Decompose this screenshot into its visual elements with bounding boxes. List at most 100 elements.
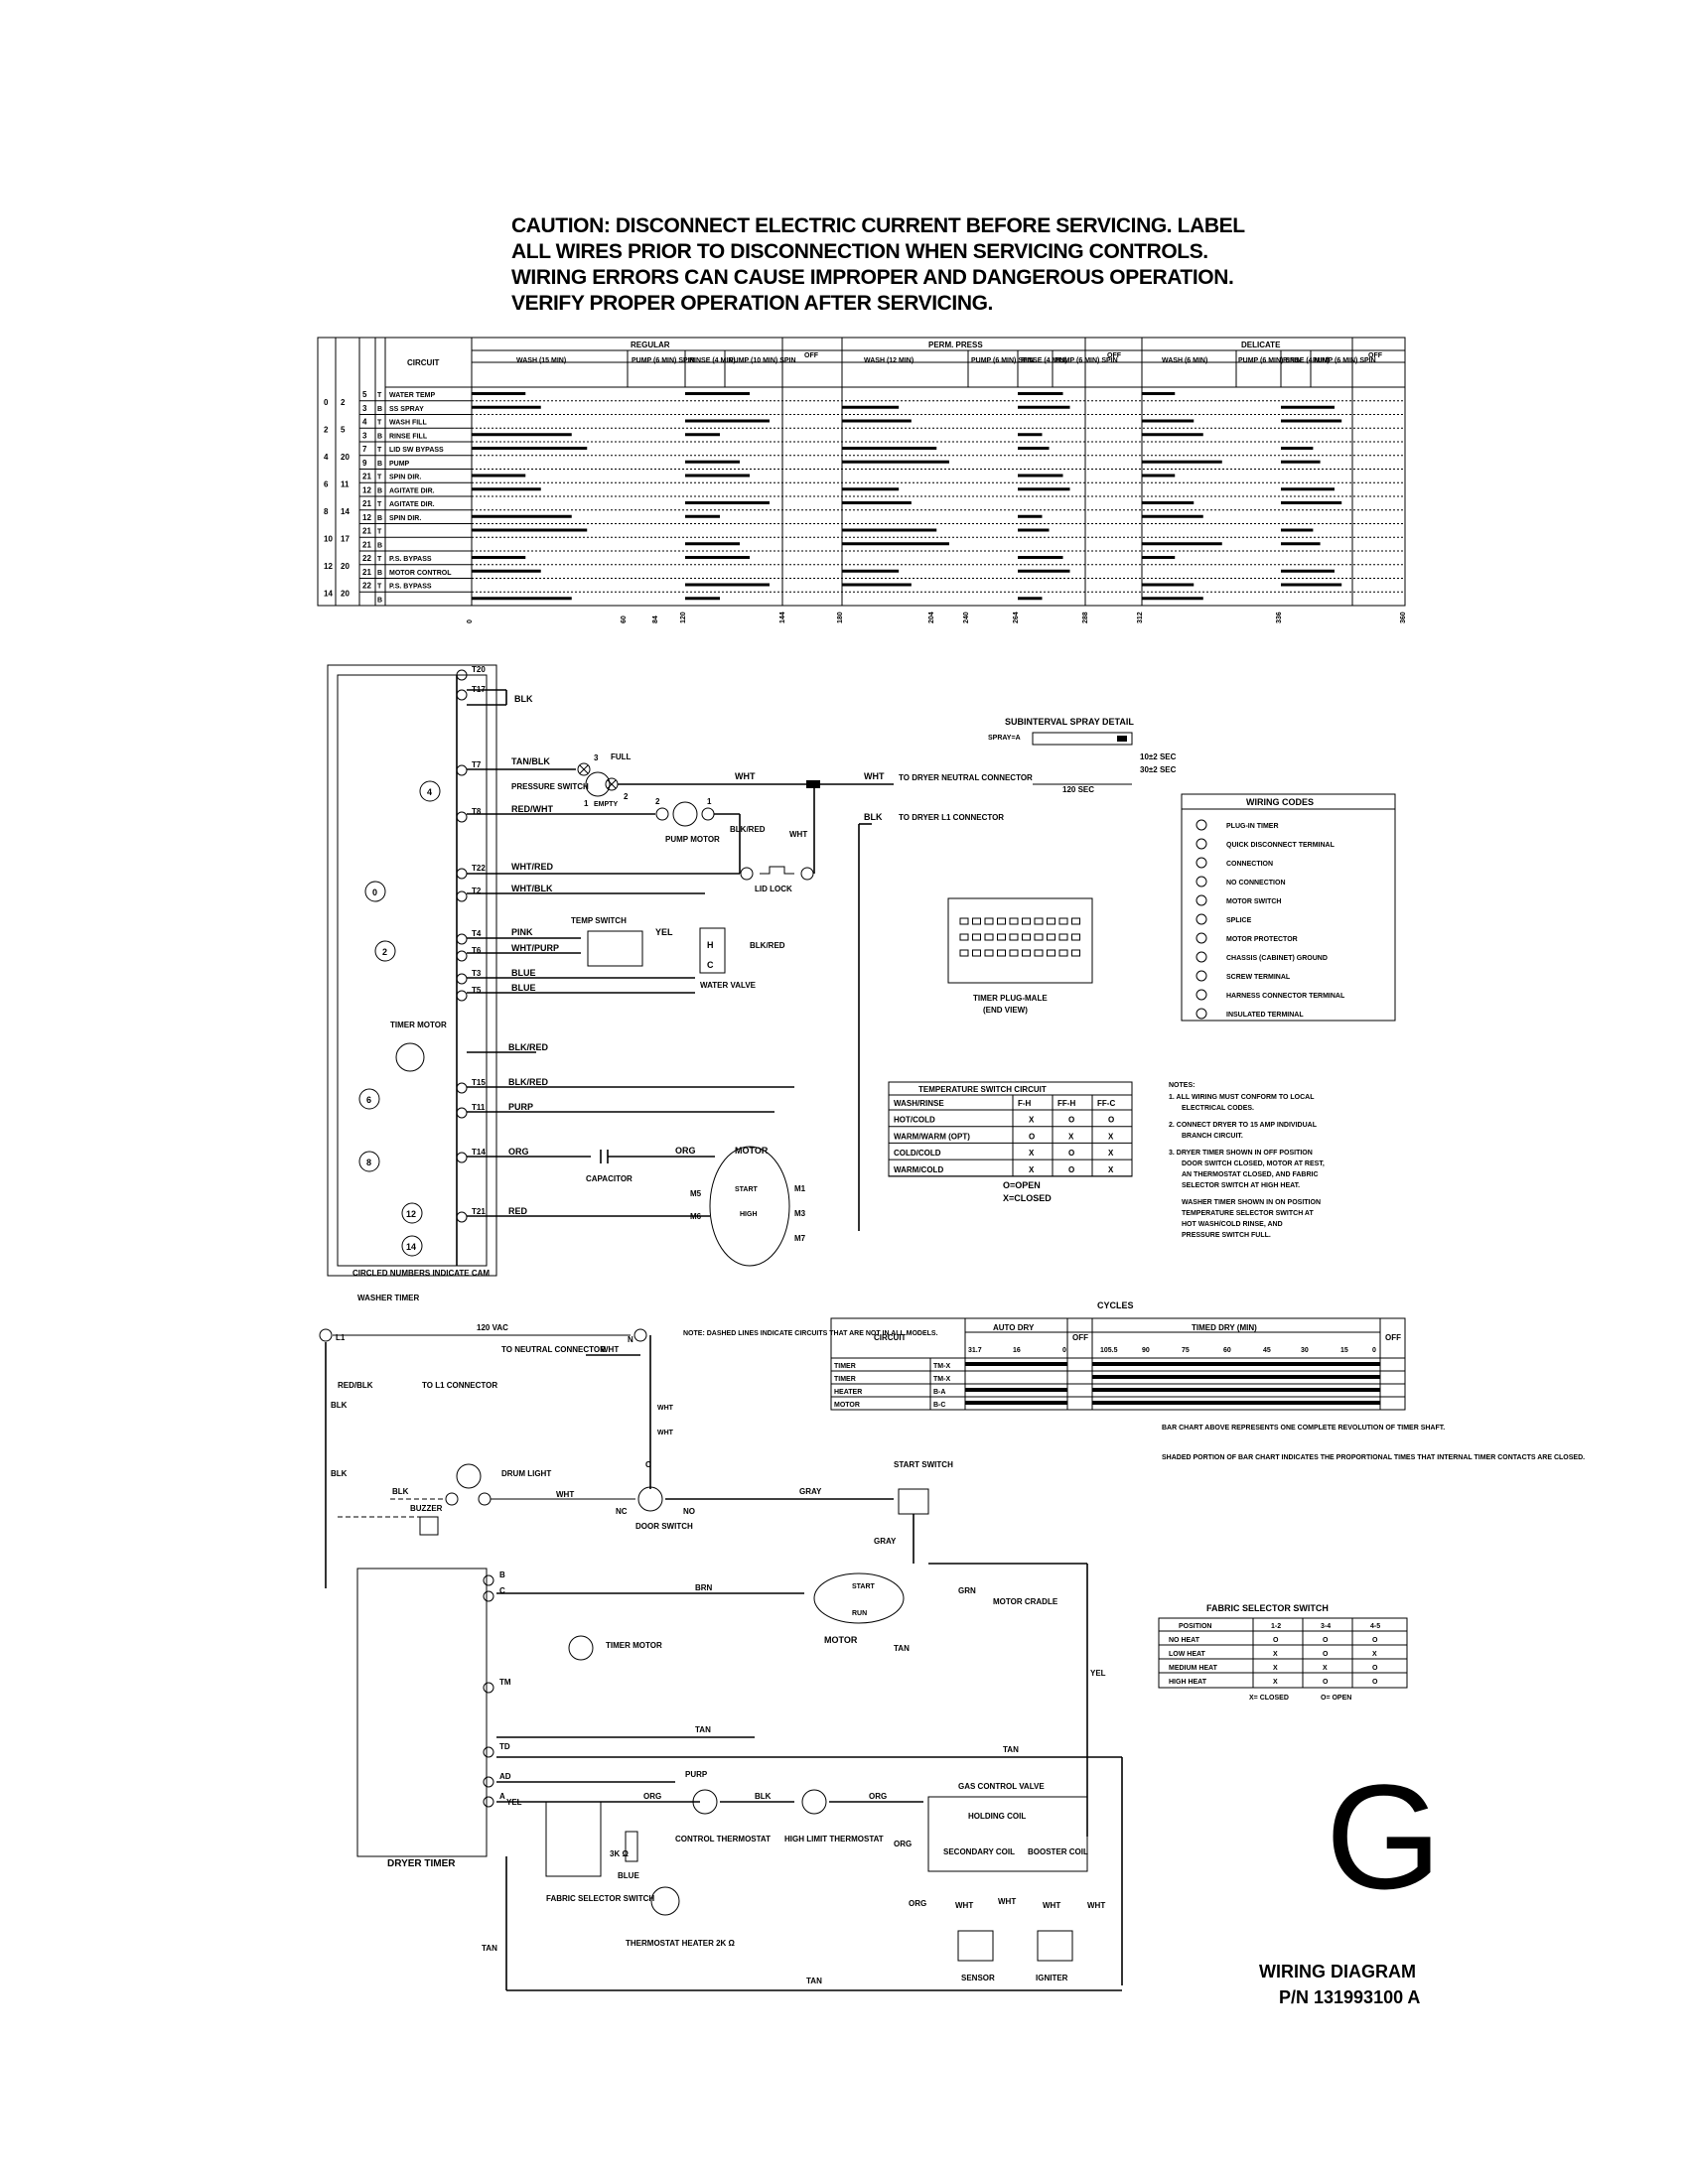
dryer-terminal [483, 1590, 494, 1602]
l1-label: L1 [336, 1333, 346, 1342]
note-line: DOOR SWITCH CLOSED, MOTOR AT REST, [1182, 1160, 1325, 1167]
timing-bar [472, 392, 526, 395]
timing-bar [1018, 597, 1043, 601]
row-term: 12 [362, 513, 371, 522]
code-label: NO CONNECTION [1226, 880, 1286, 887]
washer-timer-label: WASHER TIMER [357, 1294, 419, 1302]
ft-cell: O [1273, 1637, 1279, 1644]
timing-bar [1018, 405, 1070, 409]
wire-red-wht: RED/WHT [511, 804, 553, 814]
cam-circle [364, 881, 386, 902]
dryer-tan-5: TAN [806, 1977, 822, 1985]
timing-bar [842, 447, 937, 450]
timing-bar [842, 487, 900, 491]
timing-bar [1281, 542, 1321, 546]
wire-blk-red-4: BLK/RED [508, 1077, 548, 1087]
m7: M7 [794, 1234, 806, 1243]
row-circuit: WASH FILL [389, 420, 427, 427]
tick-label: 84 [652, 615, 659, 623]
timing-bar [1018, 556, 1063, 559]
row-side: T [377, 584, 382, 591]
ft-cell: O [1372, 1679, 1378, 1686]
tt-cell: X [1108, 1165, 1114, 1174]
code-label: HARNESS CONNECTOR TERMINAL [1226, 993, 1345, 1000]
motor-cradle: MOTOR CRADLE [993, 1597, 1058, 1606]
fabric-legend-open: O= OPEN [1321, 1695, 1351, 1702]
code-symbol [1196, 819, 1207, 831]
dryer-tan-1: TAN [894, 1644, 910, 1653]
tick-label: 288 [1082, 612, 1089, 623]
code-symbol [1196, 838, 1207, 850]
gas-valve-label: GAS CONTROL VALVE [958, 1782, 1045, 1791]
washer-terminal-label: T8 [472, 807, 482, 816]
timing-bar [472, 556, 526, 559]
row-circuit: P.S. BYPASS [389, 556, 432, 563]
caution-line: ALL WIRES PRIOR TO DISCONNECTION WHEN SE… [511, 240, 1208, 263]
dryer-motor-start: START [852, 1583, 876, 1590]
row-cam: 8 [324, 507, 329, 516]
row-circuit: WATER TEMP [389, 392, 435, 399]
dryer-org-1: ORG [643, 1792, 661, 1801]
timing-bar [1281, 405, 1335, 409]
row-side: T [377, 392, 382, 399]
timed-tick: 90 [1142, 1347, 1150, 1354]
dryer-wht-6: WHT [998, 1897, 1016, 1906]
plug-pin [984, 949, 994, 957]
timing-bar [842, 419, 912, 423]
code-label: CHASSIS (CABINET) GROUND [1226, 955, 1328, 962]
tick-label: 264 [1013, 612, 1020, 623]
cycles-note1: BAR CHART ABOVE REPRESENTS ONE COMPLETE … [1162, 1425, 1445, 1432]
door-c: C [645, 1460, 651, 1469]
dryer-blk-4: BLK [755, 1792, 772, 1801]
code-symbol [1196, 894, 1207, 906]
row-circuit: MOTOR CONTROL [389, 570, 452, 577]
tick-label: 0 [467, 619, 474, 623]
row-cam: 0 [324, 398, 329, 407]
wire-wht-3: WHT [789, 830, 807, 839]
step-label: WASH (15 MIN) [516, 357, 566, 364]
tt-header: WASH/RINSE [894, 1099, 944, 1108]
tick-label: 336 [1276, 612, 1283, 623]
washer-terminal-label: T7 [472, 760, 482, 769]
spray-t2: 30±2 SEC [1140, 765, 1177, 774]
step-label: PUMP (6 MIN) SPIN [971, 357, 1035, 364]
plug-pin [984, 917, 994, 925]
wire-blk: BLK [514, 694, 533, 704]
dryer-blk-2: BLK [331, 1469, 348, 1478]
dryer-brn: BRN [695, 1583, 713, 1592]
timing-bar [1142, 419, 1195, 423]
timed-tick: 105.5 [1100, 1347, 1118, 1354]
cam-label: 14 [406, 1242, 416, 1252]
row-cam: 2 [324, 425, 329, 434]
washer-terminal-label: T22 [472, 864, 486, 873]
door-no: NO [683, 1507, 695, 1516]
temp-switch-label: TEMP SWITCH [571, 916, 627, 925]
dryer-note: NOTE: DASHED LINES INDICATE CIRCUITS THA… [683, 1330, 938, 1337]
ft-cell: O [1323, 1679, 1329, 1686]
res-3k: 3K Ω [610, 1849, 629, 1858]
row-term: 22 [362, 554, 371, 563]
tt-cell: WARM/WARM (OPT) [894, 1132, 970, 1141]
temp-legend-closed: X=CLOSED [1003, 1193, 1052, 1203]
spray-detail: SUBINTERVAL SPRAY DETAIL SPRAY=A 10±2 SE… [988, 717, 1177, 794]
dryer-blue: BLUE [618, 1871, 639, 1880]
valve-h: H [707, 940, 714, 950]
row-term: 21 [362, 473, 371, 481]
plug-pin [997, 933, 1006, 941]
code-label: INSULATED TERMINAL [1226, 1012, 1304, 1019]
lid-lock-label: LID LOCK [755, 885, 792, 893]
cycles-table: CYCLES CIRCUIT AUTO DRY OFF TIMED DRY (M… [830, 1300, 1585, 1461]
fabric-selector-label: FABRIC SELECTOR SWITCH [546, 1894, 654, 1903]
timer-plug: TIMER PLUG-MALE (END VIEW) [947, 897, 1093, 1015]
ft-cell: O [1372, 1665, 1378, 1672]
cy-bar [1092, 1362, 1380, 1366]
row-circuit: SPIN DIR. [389, 515, 421, 522]
note-line: SELECTOR SWITCH AT HIGH HEAT. [1182, 1182, 1300, 1189]
timing-bar [1142, 474, 1176, 478]
washer-terminal [456, 890, 468, 902]
note-line: TEMPERATURE SELECTOR SWITCH AT [1182, 1210, 1314, 1217]
